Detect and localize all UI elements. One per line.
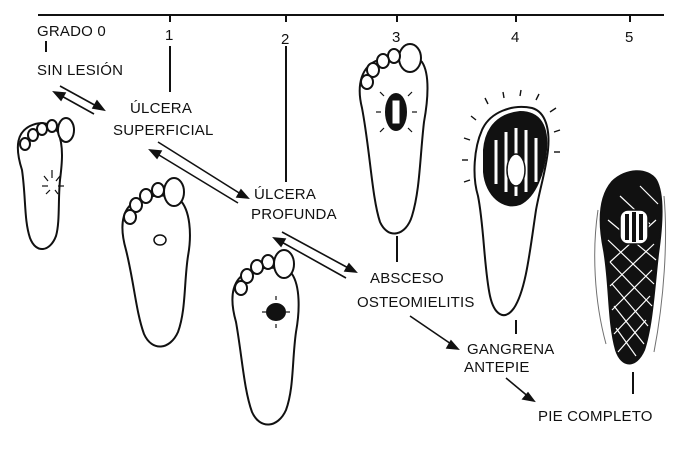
stage-2-label-line1: ÚLCERA bbox=[254, 186, 316, 203]
grade-label-4: 4 bbox=[511, 29, 520, 46]
grade-label-1: 1 bbox=[165, 27, 174, 44]
arrow-1-2-back-head bbox=[150, 150, 161, 158]
grade-label-0: GRADO 0 bbox=[37, 23, 106, 40]
stage-0-label: SIN LESIÓN bbox=[37, 62, 123, 79]
foot-grade-0 bbox=[18, 118, 74, 249]
grade-label-3: 3 bbox=[392, 29, 401, 46]
stage-3-label-line1: ABSCESO bbox=[370, 270, 444, 287]
arrow-2-3-fwd-head bbox=[345, 264, 356, 272]
arrow-2-3-back-head bbox=[274, 238, 285, 246]
arrow-0-1-fwd-head bbox=[93, 101, 104, 110]
foot-grade-1 bbox=[122, 178, 190, 347]
foot-grade-4 bbox=[462, 90, 560, 315]
arrow-0-1-back-head bbox=[54, 92, 65, 100]
stage-1-label-line2: SUPERFICIAL bbox=[113, 122, 214, 139]
foot-grade-3 bbox=[360, 44, 428, 233]
arrow-3-4 bbox=[410, 316, 454, 346]
foot-grade-2 bbox=[232, 250, 298, 425]
stage-4-label-line1: GANGRENA bbox=[467, 341, 554, 358]
arrow-1-2-fwd-head bbox=[237, 190, 248, 198]
stage-4-label-line2: ANTEPIE bbox=[464, 359, 530, 376]
stage-1-label-line1: ÚLCERA bbox=[130, 100, 192, 117]
stage-3-label-line2: OSTEOMIELITIS bbox=[357, 294, 475, 311]
grade-label-2: 2 bbox=[281, 31, 290, 48]
grade-label-5: 5 bbox=[625, 29, 634, 46]
stage-5-label: PIE COMPLETO bbox=[538, 408, 653, 425]
foot-grade-5 bbox=[595, 171, 666, 363]
stage-2-label-line2: PROFUNDA bbox=[251, 206, 337, 223]
